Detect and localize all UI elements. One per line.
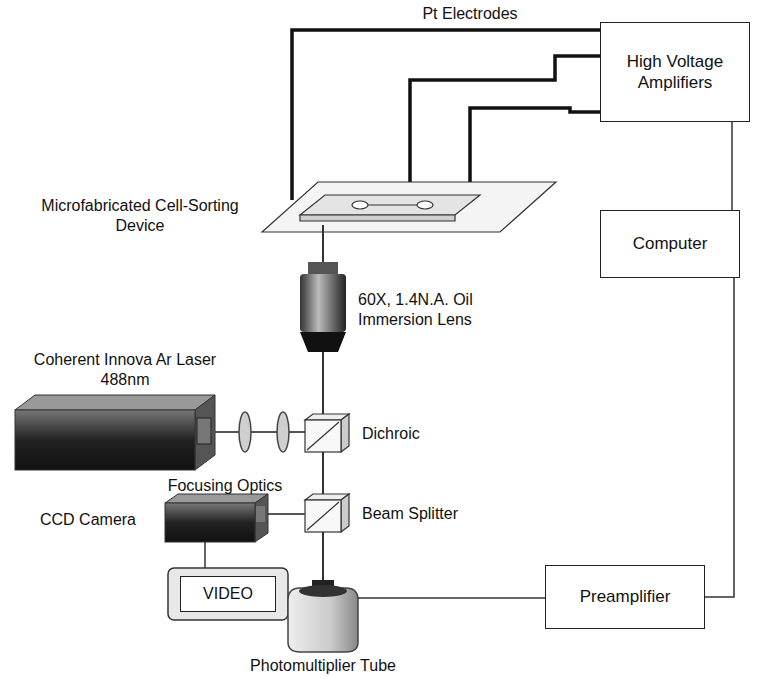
focusing-lens — [239, 412, 289, 452]
signal-wire — [368, 597, 545, 599]
beam-splitter-cube — [305, 494, 349, 532]
signal-connector — [732, 122, 733, 210]
splitter-label: Beam Splitter — [362, 504, 492, 524]
laser — [15, 395, 215, 470]
electrode-label: Pt Electrodes — [390, 4, 550, 24]
ccd-camera — [165, 494, 268, 542]
preamplifier-box: Preamplifier — [545, 565, 705, 629]
objective-lens — [300, 262, 346, 352]
camera-label: CCD Camera — [40, 510, 160, 530]
monitor-frame — [168, 568, 288, 620]
computer-box: Computer — [600, 210, 740, 278]
optics-label: Focusing Optics — [150, 476, 300, 496]
electrode-wire — [292, 30, 600, 200]
device-label: Microfabricated Cell-Sorting Device — [20, 196, 260, 236]
laser-beam — [211, 431, 305, 433]
box-text: Preamplifier — [580, 586, 671, 607]
dichroic-cube — [305, 414, 349, 452]
box-text: VIDEO — [203, 584, 253, 604]
video-cable — [204, 542, 206, 568]
laser-label: Coherent Innova Ar Laser 488nm — [10, 350, 240, 390]
box-text: High Voltage Amplifiers — [609, 51, 741, 94]
signal-connector — [705, 278, 734, 597]
amplifier-box: High Voltage Amplifiers — [600, 22, 750, 122]
objective-label: 60X, 1.4N.A. Oil Immersion Lens — [358, 290, 528, 330]
dichroic-label: Dichroic — [362, 424, 462, 444]
video-screen: VIDEO — [180, 576, 276, 612]
cell-sorting-device — [262, 182, 556, 232]
photomultiplier-tube — [288, 580, 368, 652]
box-text: Computer — [633, 233, 708, 254]
pmt-label: Photomultiplier Tube — [228, 656, 418, 676]
